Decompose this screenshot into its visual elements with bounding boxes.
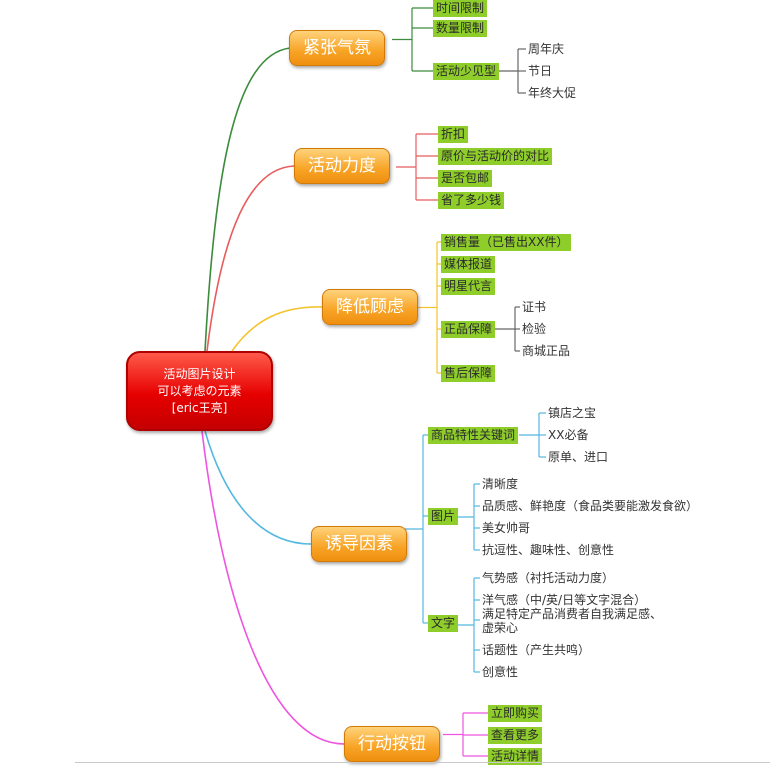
- branch-strength[interactable]: 活动力度: [294, 148, 390, 184]
- leaf-clarity[interactable]: 清晰度: [482, 477, 519, 491]
- leaf-creativity-mix[interactable]: 抗逗性、趣味性、创意性: [482, 543, 615, 557]
- leaf-price-compare[interactable]: 原价与活动价的对比: [438, 148, 553, 165]
- leaf-buy-now[interactable]: 立即购买: [488, 705, 543, 722]
- leaf-vanity[interactable]: 虚荣心: [482, 621, 519, 635]
- branch-inducement[interactable]: 诱导因素: [311, 526, 407, 562]
- leaf-year-end-sale[interactable]: 年终大促: [528, 86, 577, 100]
- leaf-topical[interactable]: 话题性（产生共鸣）: [482, 643, 591, 657]
- leaf-original-import[interactable]: 原单、进口: [548, 450, 609, 464]
- leaf-creative[interactable]: 创意性: [482, 665, 519, 679]
- link-root-concern: [231, 306, 323, 352]
- leaf-media-report[interactable]: 媒体报道: [441, 256, 496, 273]
- leaf-shop-treasure[interactable]: 镇店之宝: [548, 406, 597, 420]
- leaf-must-have[interactable]: XX必备: [548, 428, 589, 442]
- leaf-momentum[interactable]: 气势感（衬托活动力度）: [482, 571, 615, 585]
- leaf-event-details[interactable]: 活动详情: [488, 748, 543, 765]
- root-line-1: 活动图片设计: [163, 366, 236, 381]
- leaf-anniversary[interactable]: 周年庆: [528, 42, 565, 56]
- link-root-inducement: [204, 430, 312, 545]
- leaf-discount[interactable]: 折扣: [438, 126, 469, 143]
- leaf-certificate[interactable]: 证书: [522, 300, 547, 314]
- leaf-free-shipping[interactable]: 是否包邮: [438, 170, 493, 187]
- leaf-image[interactable]: 图片: [428, 508, 459, 525]
- leaf-rare-event[interactable]: 活动少见型: [433, 63, 500, 80]
- leaf-money-saved[interactable]: 省了多少钱: [438, 192, 505, 209]
- link-root-tension: [204, 47, 291, 352]
- branch-call-to-action[interactable]: 行动按钮: [344, 726, 440, 762]
- leaf-sales-volume[interactable]: 销售量（已售出XX件）: [441, 234, 572, 251]
- leaf-stylish[interactable]: 洋气感（中/英/日等文字混合）: [482, 593, 647, 607]
- leaf-mall-genuine[interactable]: 商城正品: [522, 344, 571, 358]
- link-root-cta: [201, 430, 345, 745]
- leaf-text[interactable]: 文字: [428, 615, 459, 632]
- root-node[interactable]: 活动图片设计 可以考虑の元素 [eric王亮]: [126, 351, 273, 431]
- leaf-holiday[interactable]: 节日: [528, 64, 553, 78]
- leaf-after-sales[interactable]: 售后保障: [441, 365, 496, 382]
- bottom-divider: [75, 762, 770, 763]
- branch-tension[interactable]: 紧张气氛: [289, 30, 385, 66]
- leaf-time-limit[interactable]: 时间限制: [433, 0, 488, 17]
- root-line-3: [eric王亮]: [171, 400, 228, 415]
- leaf-view-more[interactable]: 查看更多: [488, 727, 543, 744]
- leaf-quantity-limit[interactable]: 数量限制: [433, 20, 488, 37]
- leaf-inspection[interactable]: 检验: [522, 322, 547, 336]
- leaf-celebrity[interactable]: 明星代言: [441, 278, 496, 295]
- leaf-keywords[interactable]: 商品特性关键词: [428, 427, 519, 444]
- leaf-genuine[interactable]: 正品保障: [441, 321, 496, 338]
- branch-reduce-concern[interactable]: 降低顾虑: [322, 289, 418, 325]
- leaf-models[interactable]: 美女帅哥: [482, 521, 531, 535]
- root-line-2: 可以考虑の元素: [157, 383, 242, 398]
- leaf-quality[interactable]: 品质感、鲜艳度（食品类要能激发食欲）: [482, 499, 699, 513]
- link-root-strength: [206, 165, 295, 352]
- leaf-self-satisfaction[interactable]: 满足特定产品消费者自我满足感、: [482, 607, 663, 621]
